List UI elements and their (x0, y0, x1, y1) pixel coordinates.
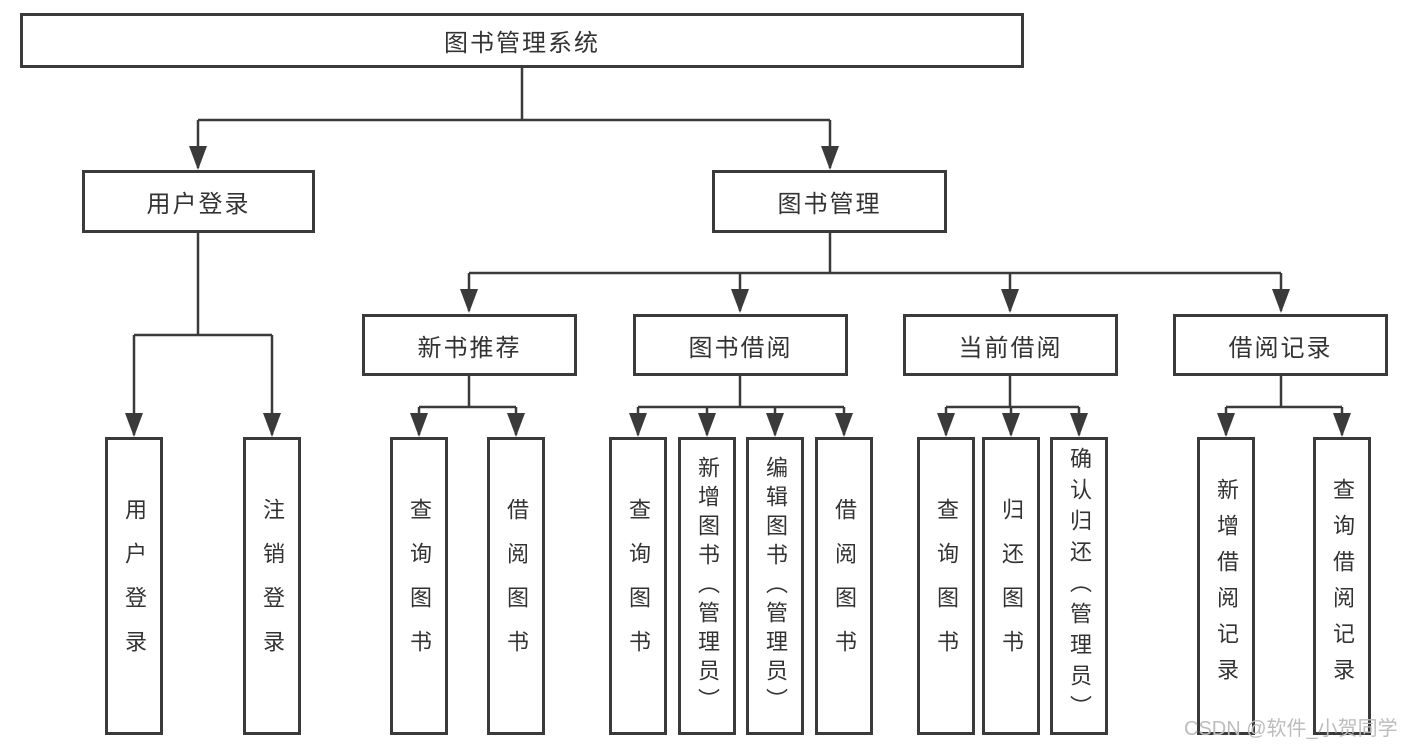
node-user-login-leaf: 用户登录 (105, 437, 163, 735)
csdn-watermark: CSDN @软件_小贺同学 (1184, 718, 1398, 740)
node-book-borrowing: 图书借阅 (633, 314, 848, 376)
connector-user-login (125, 233, 281, 437)
node-borrowing-query-books: 查询图书 (609, 437, 667, 735)
node-user-login: 用户登录 (82, 170, 315, 233)
connector-borrowing-records (1217, 376, 1351, 437)
node-recommend-borrow-books: 借阅图书 (487, 437, 545, 735)
node-confirm-return-admin: 确认归还（管理员） (1050, 437, 1108, 735)
node-query-borrow-record: 查询借阅记录 (1313, 437, 1371, 735)
node-current-query-books: 查询图书 (917, 437, 975, 735)
node-recommend-query-books: 查询图书 (390, 437, 448, 735)
node-book-management: 图书管理 (712, 170, 947, 233)
node-logout: 注销登录 (243, 437, 301, 735)
node-library-management-system: 图书管理系统 (20, 13, 1024, 68)
connector-current-borrowing (937, 376, 1088, 437)
node-borrowing-borrow-books: 借阅图书 (815, 437, 873, 735)
node-current-borrowing: 当前借阅 (903, 314, 1118, 376)
connector-book-management (460, 233, 1290, 313)
connector-new-book-recommendation (410, 376, 525, 437)
node-return-books: 归还图书 (982, 437, 1040, 735)
connector-root (189, 68, 839, 170)
node-add-borrow-record: 新增借阅记录 (1197, 437, 1255, 735)
node-new-book-recommendation: 新书推荐 (362, 314, 577, 376)
connector-book-borrowing (629, 376, 853, 437)
node-add-books-admin: 新增图书（管理员） (678, 437, 736, 735)
node-borrowing-records: 借阅记录 (1173, 314, 1388, 376)
node-edit-books-admin: 编辑图书（管理员） (746, 437, 804, 735)
